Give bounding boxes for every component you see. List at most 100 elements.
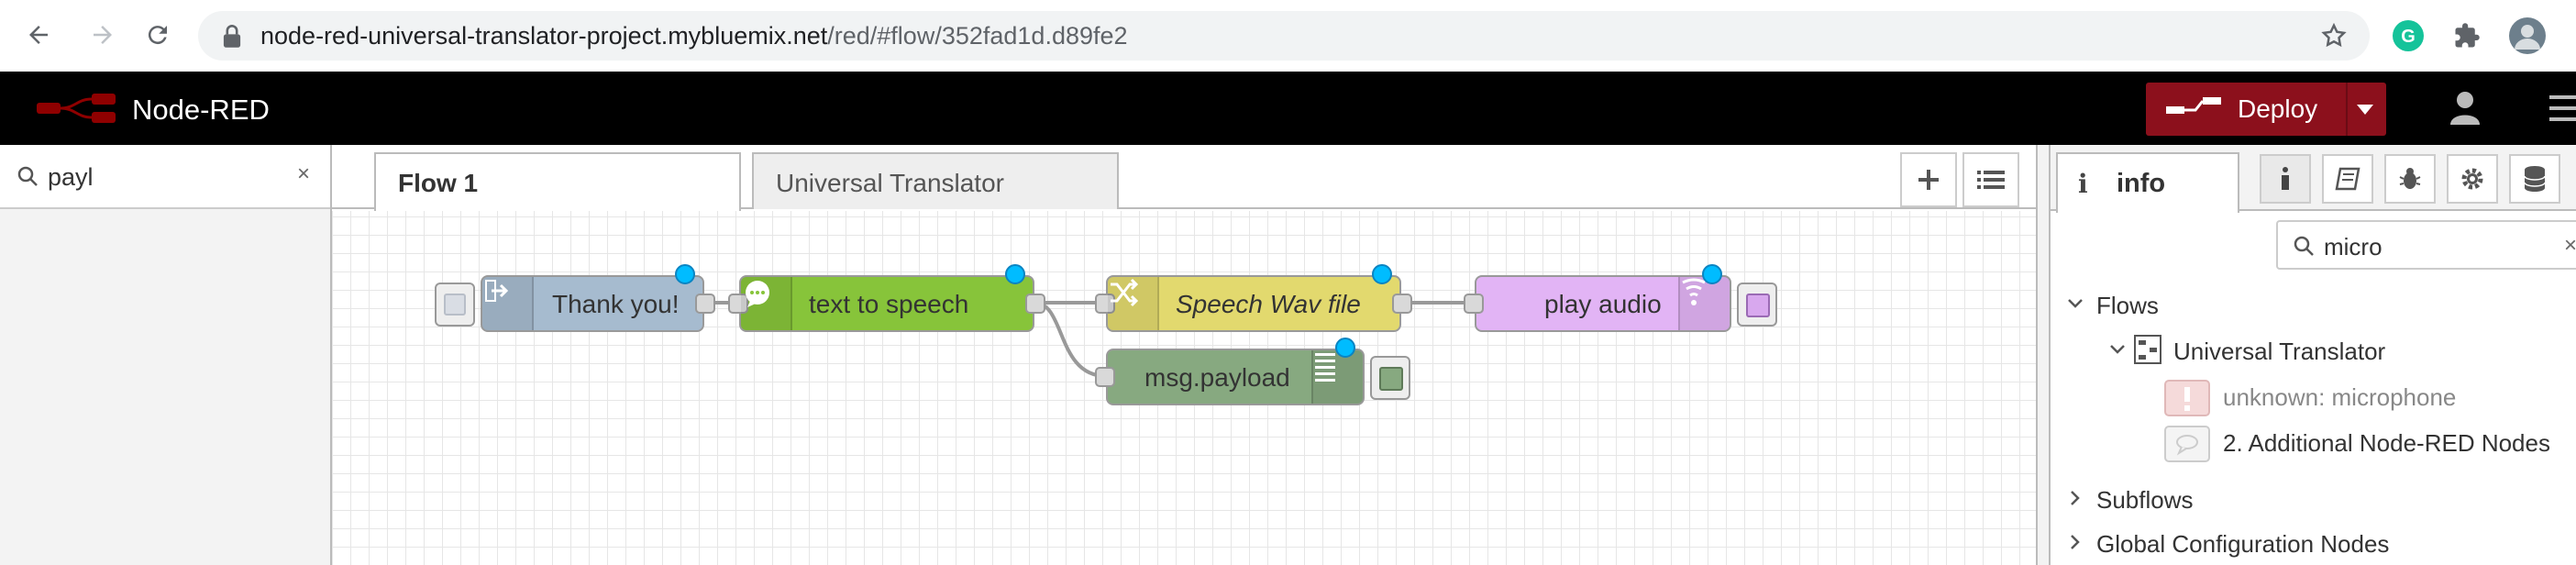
clear-search-icon[interactable]: × (2564, 233, 2576, 258)
tree-item-additional-nodes[interactable]: 2. Additional Node-RED Nodes (2051, 422, 2576, 462)
tab-info[interactable]: i info (2056, 152, 2239, 213)
node-thank-you[interactable]: Thank you! (435, 264, 715, 332)
reload-button[interactable] (138, 15, 178, 55)
database-icon (2524, 166, 2546, 192)
chevron-down-icon[interactable] (2107, 339, 2128, 360)
tab-flow-1[interactable]: Flow 1 (374, 152, 741, 211)
deploy-icon (2166, 97, 2221, 114)
comment-icon (2164, 426, 2210, 462)
tree-label: Global Configuration Nodes (2096, 530, 2390, 558)
grammarly-icon[interactable]: G (2388, 16, 2428, 56)
tree-subflows[interactable]: Subflows (2051, 479, 2576, 519)
debug-tab-button[interactable] (2384, 154, 2436, 204)
input-port[interactable] (1095, 367, 1115, 387)
clear-search-icon[interactable]: × (297, 161, 311, 186)
info-sidebar: i info micro × Flows Universal Translato… (2049, 145, 2576, 565)
tree-label: Universal Translator (2173, 338, 2386, 365)
bug-icon (2399, 168, 2421, 189)
palette-search[interactable]: payl × (0, 145, 330, 209)
node-text-to-speech[interactable]: text to speech (728, 264, 1045, 332)
node-red-logo-icon (37, 94, 116, 123)
puzzle-icon[interactable] (2447, 16, 2487, 56)
gear-icon (2461, 168, 2483, 190)
search-icon (17, 166, 38, 186)
tab-universal-translator[interactable]: Universal Translator (752, 152, 1119, 209)
app-title: Node-RED (132, 94, 270, 126)
input-port[interactable] (1095, 294, 1115, 314)
reload-icon (148, 26, 167, 45)
shuffle-icon (1108, 277, 1159, 330)
node-label: play audio (1544, 290, 1662, 318)
lock-icon (223, 25, 241, 48)
deploy-label: Deploy (2238, 94, 2318, 123)
chevron-right-icon[interactable] (2065, 488, 2085, 508)
help-tab-button[interactable] (2322, 154, 2373, 204)
node-label: msg.payload (1144, 363, 1290, 392)
inject-arrow-icon (482, 277, 534, 330)
tree-flow-universal-translator[interactable]: Universal Translator (2051, 330, 2576, 371)
forward-button[interactable] (83, 15, 123, 55)
search-icon (2294, 236, 2314, 256)
input-port[interactable] (1464, 294, 1484, 314)
info-search[interactable]: micro × (2276, 220, 2576, 270)
workspace-tab-bar: Flow 1 Universal Translator (332, 145, 2036, 211)
input-port[interactable] (728, 294, 748, 314)
context-tab-button[interactable] (2509, 154, 2560, 204)
config-tab-button[interactable] (2447, 154, 2498, 204)
tab-info-label: info (2117, 169, 2166, 198)
back-arrow-icon (29, 26, 48, 44)
node-speech-wav-file[interactable]: Speech Wav file (1095, 264, 1412, 332)
tab-label: Flow 1 (398, 169, 479, 197)
profile-avatar[interactable] (2507, 16, 2548, 56)
node-label: text to speech (809, 290, 969, 318)
workspace: Flow 1 Universal Translator (332, 145, 2036, 565)
tree-flows[interactable]: Flows (2051, 284, 2576, 325)
wire[interactable] (1034, 301, 1107, 378)
output-port[interactable] (695, 294, 715, 314)
sidebar-resize-handle[interactable] (2036, 145, 2049, 565)
info-tab-button[interactable] (2260, 154, 2311, 204)
url-text: node-red-universal-translator-project.my… (260, 22, 1128, 50)
tree-global-config-nodes[interactable]: Global Configuration Nodes (2051, 523, 2576, 563)
changed-indicator (1702, 264, 1722, 284)
back-button[interactable] (18, 15, 59, 55)
node-label: Thank you! (552, 290, 680, 318)
add-flow-button[interactable] (1900, 152, 1957, 207)
node-msg-payload[interactable]: msg.payload (1095, 338, 1410, 405)
chevron-down-icon[interactable] (2065, 294, 2085, 314)
tab-label: Universal Translator (776, 169, 1004, 197)
browser-toolbar: node-red-universal-translator-project.my… (0, 0, 2576, 72)
list-icon (1977, 171, 2005, 189)
changed-indicator (1335, 338, 1355, 358)
tree-label: Flows (2096, 292, 2159, 319)
flow-canvas[interactable]: Thank you! text to speech Speech Wav fil… (332, 211, 2036, 565)
node-label: Speech Wav file (1176, 290, 1361, 318)
tree-label: 2. Additional Node-RED Nodes (2223, 429, 2550, 457)
forward-arrow-icon (94, 26, 112, 44)
tree-label: Subflows (2096, 486, 2194, 514)
node-play-audio[interactable]: play audio (1464, 264, 1777, 332)
warning-icon (2164, 380, 2210, 416)
hamburger-menu-icon[interactable] (2549, 94, 2576, 123)
node-toggle-button[interactable] (1737, 282, 1777, 327)
tree-item-unknown-microphone[interactable]: unknown: microphone (2051, 376, 2576, 416)
address-bar[interactable]: node-red-universal-translator-project.my… (198, 11, 2370, 61)
info-icon: i (2078, 169, 2088, 199)
deploy-dropdown-caret-icon[interactable] (2357, 105, 2373, 115)
palette-search-input[interactable]: payl (48, 163, 94, 191)
deploy-separator (2346, 83, 2348, 136)
user-icon[interactable] (2445, 88, 2485, 128)
speech-bubble-icon (741, 277, 792, 330)
changed-indicator (1372, 264, 1392, 284)
inject-trigger-button[interactable] (435, 282, 475, 327)
deploy-button[interactable]: Deploy (2146, 83, 2386, 136)
output-port[interactable] (1025, 294, 1045, 314)
bookmark-star-icon[interactable] (2320, 22, 2348, 50)
debug-toggle-button[interactable] (1370, 356, 1410, 400)
chevron-right-icon[interactable] (2065, 532, 2085, 552)
output-port[interactable] (1392, 294, 1412, 314)
node-red-header: Node-RED Deploy (0, 72, 2576, 145)
info-icon (2282, 167, 2289, 190)
info-search-input[interactable]: micro (2324, 233, 2383, 260)
list-flows-button[interactable] (1962, 152, 2019, 207)
